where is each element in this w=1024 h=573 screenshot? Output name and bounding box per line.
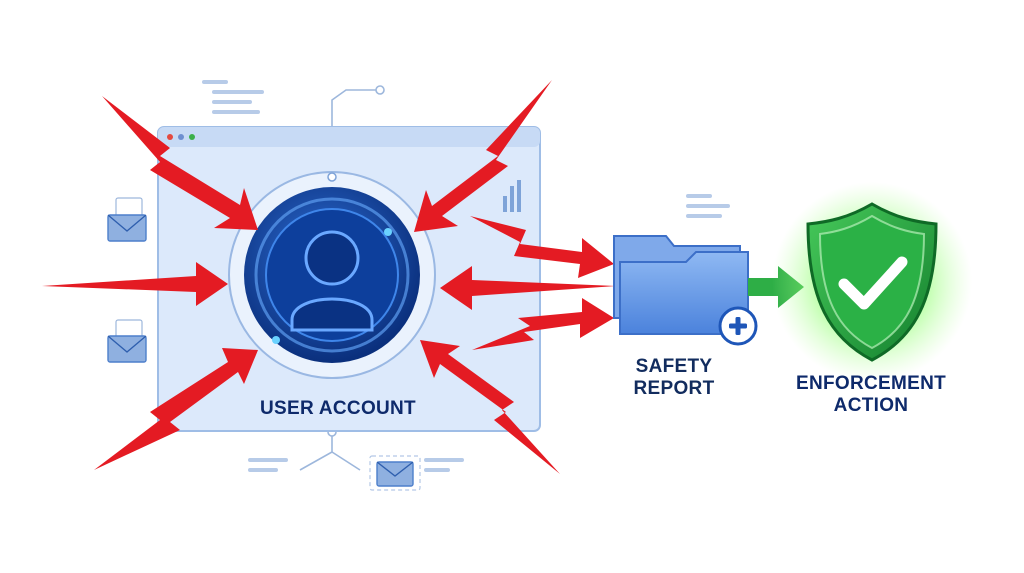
enforcement-line1: ENFORCEMENT — [795, 373, 947, 394]
plus-icon — [718, 306, 758, 346]
user-avatar-icon — [228, 171, 436, 379]
envelope-icon — [107, 197, 147, 242]
safety-report-line1: SAFETY — [635, 356, 713, 377]
safety-report-line2: REPORT — [633, 377, 715, 399]
window-dot-blue — [178, 134, 184, 140]
safety-report-label: SAFETY REPORT — [604, 356, 744, 400]
shield-check-icon — [772, 182, 972, 382]
folder-icon — [613, 235, 749, 335]
envelope-icon — [369, 455, 421, 491]
window-dot-green — [189, 134, 195, 140]
envelope-icon — [107, 319, 147, 363]
attack-arrow — [94, 348, 258, 470]
window-dot-red — [167, 134, 173, 140]
attack-arrow — [102, 96, 258, 230]
attack-arrow — [420, 340, 560, 474]
attack-arrows — [42, 80, 616, 474]
attack-arrow — [470, 216, 614, 278]
enforcement-action-label: ENFORCEMENT ACTION — [782, 373, 960, 417]
user-account-label: USER ACCOUNT — [260, 398, 416, 419]
attack-arrow — [414, 80, 552, 232]
attack-arrow — [472, 298, 614, 350]
attack-arrow — [42, 262, 228, 306]
bar-chart-icon — [503, 180, 521, 212]
enforcement-line2: ACTION — [833, 394, 909, 416]
attack-arrow — [440, 266, 616, 310]
